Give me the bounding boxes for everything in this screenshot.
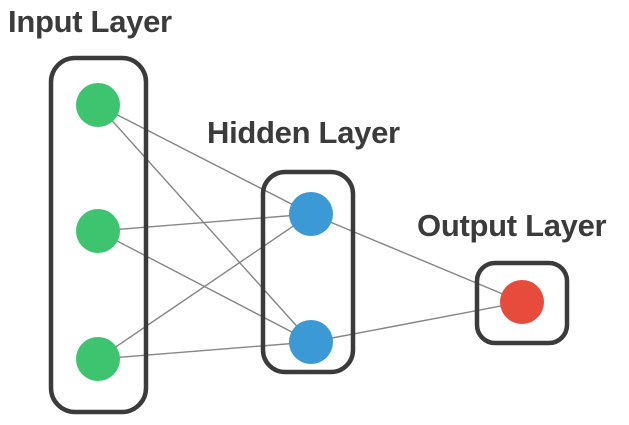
input-node-3 xyxy=(76,337,120,381)
edge-input-node-1-to-hidden-node-2 xyxy=(97,104,312,343)
edge-input-node-2-to-hidden-node-1 xyxy=(97,213,312,232)
nodes-group xyxy=(76,83,544,381)
hidden-node-2 xyxy=(289,320,333,364)
input-layer-label: Input Layer xyxy=(8,4,172,39)
input-node-2 xyxy=(76,209,120,253)
output-layer-box xyxy=(474,260,570,346)
edges-group xyxy=(97,104,523,360)
edge-hidden-node-2-to-output-node-1 xyxy=(310,301,523,343)
hidden-layer-label: Hidden Layer xyxy=(207,115,400,150)
edge-input-node-1-to-hidden-node-1 xyxy=(97,104,312,215)
input-layer-box xyxy=(48,55,149,415)
edge-input-node-3-to-hidden-node-2 xyxy=(97,341,312,360)
edge-hidden-node-1-to-output-node-1 xyxy=(310,213,523,303)
output-node-1 xyxy=(500,280,544,324)
layer-boxes-group xyxy=(48,55,570,415)
output-layer-label: Output Layer xyxy=(417,208,607,243)
edge-input-node-3-to-hidden-node-1 xyxy=(97,213,312,360)
input-node-1 xyxy=(76,83,120,127)
hidden-node-1 xyxy=(289,192,333,236)
hidden-layer-box xyxy=(260,169,356,375)
